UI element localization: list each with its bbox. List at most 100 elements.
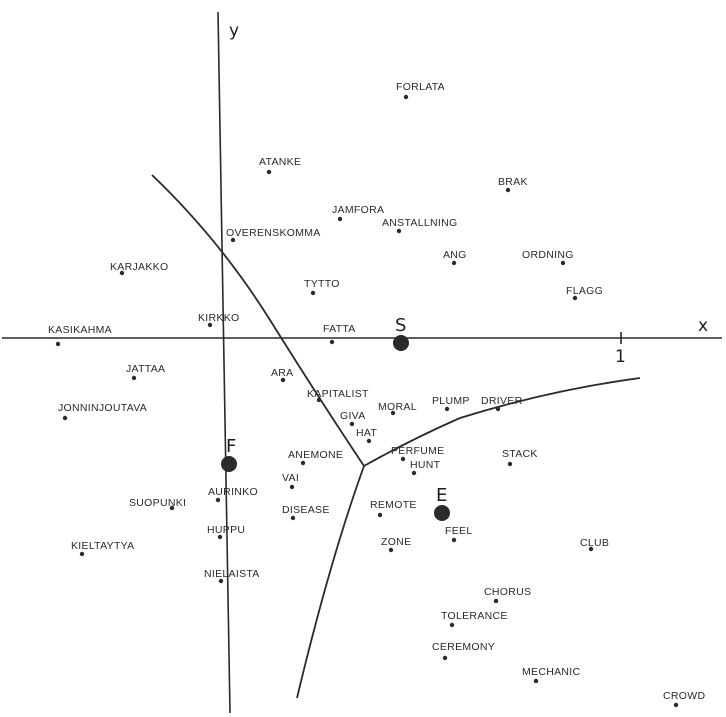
word-point-nielaista (218, 578, 224, 584)
word-point-hunt (411, 470, 417, 476)
word-point-tytto (310, 290, 316, 296)
word-label-disease: DISEASE (282, 504, 330, 516)
word-label-perfume: PERFUME (391, 445, 444, 457)
word-point-jattaa (131, 375, 137, 381)
word-label-tytto: TYTTO (304, 278, 340, 290)
word-label-atanke: ATANKE (259, 156, 301, 168)
word-label-crowd: CROWD (663, 690, 705, 702)
word-label-driver: DRIVER (481, 395, 523, 407)
word-label-zone: ZONE (381, 536, 411, 548)
word-point-fatta (329, 339, 335, 345)
boundary-se (363, 377, 641, 467)
word-point-mechanic (533, 678, 539, 684)
word-label-stack: STACK (502, 448, 538, 460)
word-point-kapitalist (316, 397, 322, 403)
word-point-perfume (400, 456, 406, 462)
y-axis-label: y (229, 21, 239, 41)
word-point-forlata (403, 94, 409, 100)
boundary-fe (296, 465, 365, 699)
word-label-ceremony: CEREMONY (432, 641, 495, 653)
word-label-anemone: ANEMONE (288, 449, 343, 461)
word-point-zone (388, 547, 394, 553)
word-label-kapitalist: KAPITALIST (307, 388, 369, 400)
word-point-driver (495, 406, 501, 412)
word-label-aurinko: AURINKO (208, 486, 258, 498)
centroids-layer: S F E (221, 315, 450, 521)
y-axis-line (217, 11, 231, 714)
word-point-ceremony (442, 655, 448, 661)
word-label-jattaa: JATTAA (126, 363, 165, 375)
word-point-kirkko (207, 322, 213, 328)
word-point-anstallning (396, 228, 402, 234)
word-label-plump: PLUMP (432, 395, 470, 407)
word-label-flagg: FLAGG (566, 285, 603, 297)
word-point-ang (451, 260, 457, 266)
word-label-chorus: CHORUS (484, 586, 531, 598)
word-label-anstallning: ANSTALLNING (382, 217, 457, 229)
word-label-karjakko: KARJAKKO (110, 261, 168, 273)
word-point-overenskomma (230, 237, 236, 243)
word-point-feel (451, 537, 457, 543)
word-label-jamfora: JAMFORA (332, 204, 384, 216)
word-point-kieltaytya (79, 551, 85, 557)
word-label-vai: VAI (282, 472, 299, 484)
centroid-e-label: E (436, 485, 447, 506)
centroid-f-marker (221, 456, 237, 472)
word-point-anemone (300, 460, 306, 466)
word-label-kasikahma: KASIKAHMA (48, 324, 112, 336)
word-label-hunt: HUNT (410, 459, 441, 471)
word-point-suopunki (169, 505, 175, 511)
word-point-moral (390, 410, 396, 416)
word-point-disease (290, 515, 296, 521)
word-label-ordning: ORDNING (522, 249, 574, 261)
word-point-ordning (560, 260, 566, 266)
word-label-fatta: FATTA (323, 323, 356, 335)
word-label-tolerance: TOLERANCE (441, 610, 508, 622)
word-label-club: CLUB (580, 537, 609, 549)
word-label-giva: GIVA (340, 410, 366, 422)
word-point-giva (349, 421, 355, 427)
word-label-remote: REMOTE (370, 499, 417, 511)
word-point-stack (507, 461, 513, 467)
word-point-jonninjoutava (62, 415, 68, 421)
word-label-ang: ANG (443, 249, 467, 261)
word-label-suopunki: SUOPUNKI (129, 497, 186, 509)
word-label-forlata: FORLATA (396, 81, 445, 93)
word-label-huppu: HUPPU (207, 524, 245, 536)
word-point-atanke (266, 169, 272, 175)
x-axis-label: x (698, 316, 708, 336)
word-point-plump (444, 406, 450, 412)
word-label-kirkko: KIRKKO (198, 312, 239, 324)
word-label-hat: HAT (356, 427, 377, 439)
centroid-s-label: S (395, 315, 406, 336)
word-label-jonninjoutava: JONNINJOUTAVA (58, 402, 147, 414)
word-point-jamfora (337, 216, 343, 222)
word-label-feel: FEEL (445, 525, 472, 537)
word-label-mechanic: MECHANIC (522, 666, 581, 678)
boundary-sf (151, 174, 365, 467)
word-point-club (588, 546, 594, 552)
word-label-brak: BRAK (498, 176, 528, 188)
centroid-f-label: F (226, 436, 236, 457)
word-label-nielaista: NIELAISTA (204, 568, 260, 580)
word-point-tolerance (449, 622, 455, 628)
word-point-kasikahma (55, 341, 61, 347)
word-point-karjakko (119, 270, 125, 276)
word-point-huppu (217, 534, 223, 540)
word-label-overenskomma: OVERENSKOMMA (226, 227, 321, 239)
word-label-ara: ARA (271, 367, 294, 379)
word-point-flagg (572, 295, 578, 301)
centroid-s-marker (393, 335, 409, 351)
word-point-chorus (493, 598, 499, 604)
word-point-crowd (673, 702, 679, 708)
word-point-ara (280, 377, 286, 383)
word-label-moral: MORAL (378, 401, 417, 413)
centroid-e-marker (434, 505, 450, 521)
word-point-hat (366, 438, 372, 444)
word-point-vai (289, 484, 295, 490)
word-point-aurinko (215, 497, 221, 503)
word-point-remote (377, 512, 383, 518)
unit-tick-label: 1 (615, 347, 626, 367)
